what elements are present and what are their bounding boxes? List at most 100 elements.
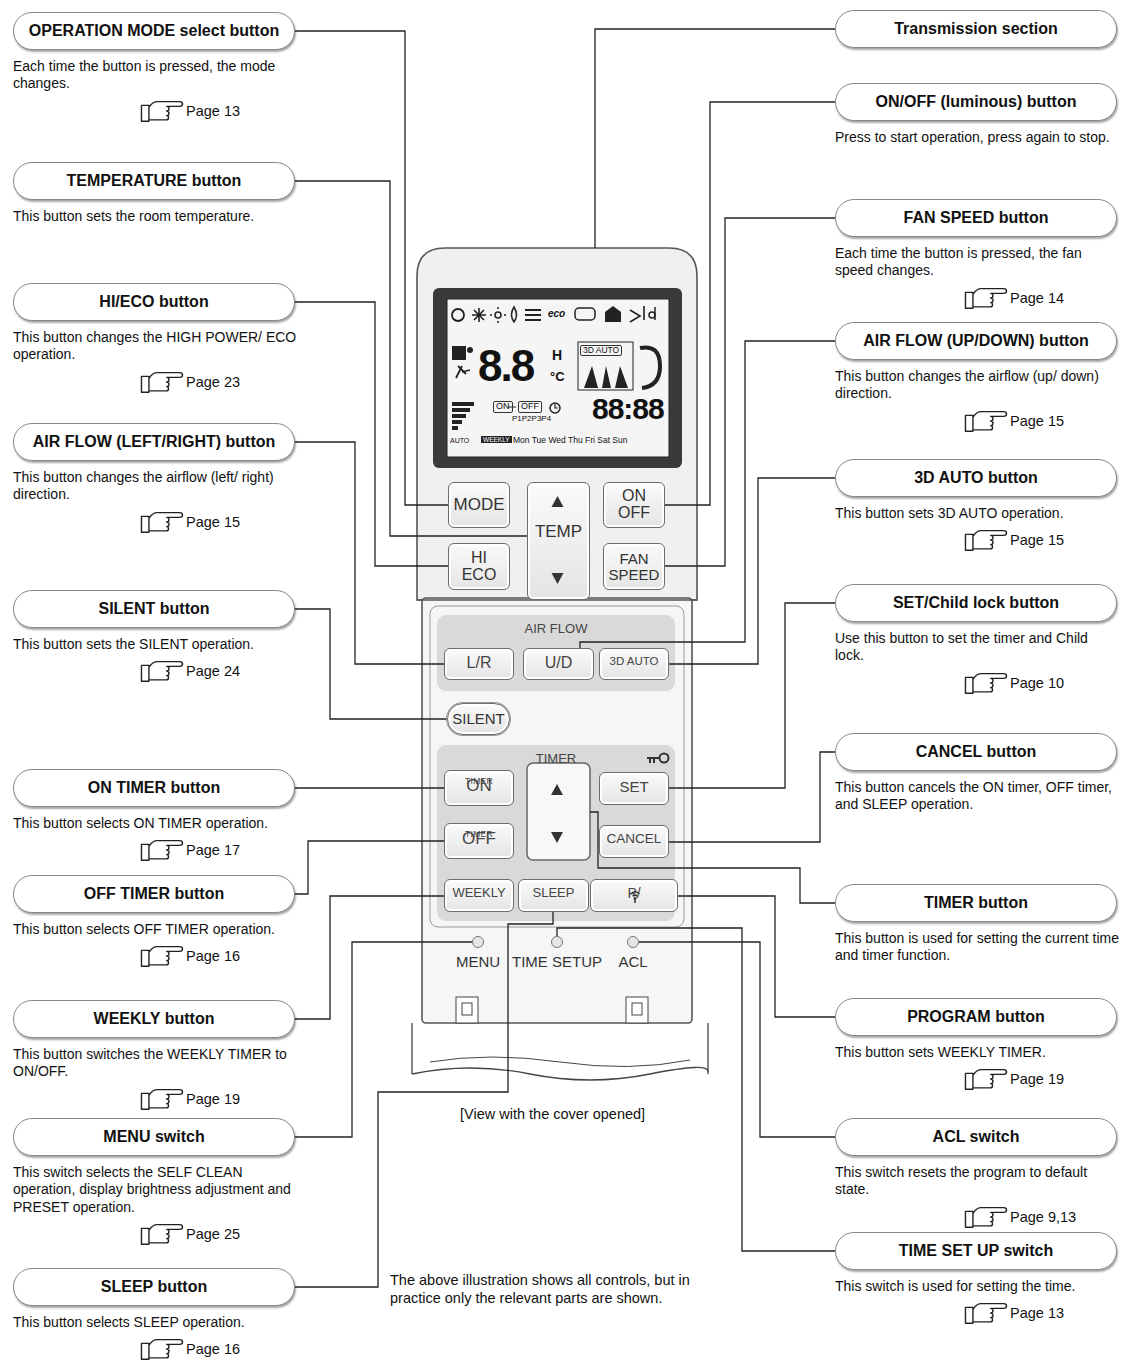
callout-box: MENU switchThis switch selects the SELF … xyxy=(13,1118,303,1249)
callout-box: TEMPERATURE buttonThis button sets the r… xyxy=(13,162,303,225)
button-label: U/D xyxy=(524,655,593,672)
pointing-hand-icon xyxy=(965,1207,1006,1227)
callout-title: WEEKLY button xyxy=(13,1000,295,1038)
battery-cover-clips xyxy=(626,997,648,1023)
footnote: The above illustration shows all control… xyxy=(390,1271,725,1307)
pointing-hand-icon xyxy=(141,1089,182,1109)
remote-button: WEEKLY xyxy=(444,879,514,912)
pointing-hand-icon xyxy=(141,372,182,392)
leader-line xyxy=(580,341,835,648)
lcd-unit: H xyxy=(552,348,562,363)
callout-title: HI/ECO button xyxy=(13,283,295,321)
rocker-button: TEMP xyxy=(527,482,590,600)
callout-description: This button sets the room temperature. xyxy=(13,208,303,225)
remote-button: L/R xyxy=(444,648,514,680)
pointing-hand-icon xyxy=(965,288,1006,308)
page-reference-row: Page 14 xyxy=(835,283,1120,313)
timer-rocker-button xyxy=(527,763,590,860)
callout-description: Each time the button is pressed, the mod… xyxy=(13,58,303,93)
remote-button: OFFTIMER xyxy=(444,823,514,859)
button-label: SLEEP xyxy=(519,886,588,900)
callout-title: OPERATION MODE select button xyxy=(13,12,295,50)
callout-description: This button selects SLEEP operation. xyxy=(13,1314,303,1331)
button-label: TIMER xyxy=(445,777,513,786)
leader-line xyxy=(678,896,835,1017)
callout-title: CANCEL button xyxy=(835,733,1117,771)
pointing-hand-icon xyxy=(140,368,184,396)
callout-title: Transmission section xyxy=(835,10,1117,48)
callout-title: OFF TIMER button xyxy=(13,875,295,913)
remote-body xyxy=(422,598,692,1023)
page-reference: Page 16 xyxy=(186,1341,240,1357)
button-label: SILENT xyxy=(452,711,505,727)
remote-button: P/ xyxy=(590,879,678,912)
lcd-display xyxy=(550,403,560,413)
lcd-display xyxy=(452,309,464,321)
lcd-display xyxy=(472,308,486,322)
page-reference-row: Page 17 xyxy=(13,835,303,865)
callout-box: AIR FLOW (LEFT/RIGHT) buttonThis button … xyxy=(13,423,303,537)
callout-title: PROGRAM button xyxy=(835,998,1117,1036)
lcd-display xyxy=(584,366,628,388)
remote-button: ONTIMER xyxy=(444,770,514,806)
button-label: TIMER xyxy=(445,830,513,839)
leader-line xyxy=(295,31,448,505)
pointing-hand-icon xyxy=(140,836,184,864)
leader-line xyxy=(669,752,835,842)
page-reference: Page 17 xyxy=(186,842,240,858)
callout-box: HI/ECO buttonThis button changes the HIG… xyxy=(13,283,303,397)
callout-title: AIR FLOW (UP/DOWN) button xyxy=(835,322,1117,360)
callout-box: OFF TIMER buttonThis button selects OFF … xyxy=(13,875,303,971)
remote-button: MODE xyxy=(448,482,510,528)
pointing-hand-icon xyxy=(965,1070,1006,1090)
page-reference: Page 10 xyxy=(1010,675,1064,691)
callout-title: SLEEP button xyxy=(13,1268,295,1306)
remote-button: 3D AUTO xyxy=(599,648,669,680)
switch-label: MENU xyxy=(456,953,500,970)
lcd-display xyxy=(630,306,644,322)
pointing-hand-icon xyxy=(965,411,1006,431)
battery-cover-clips xyxy=(462,1003,472,1015)
callout-title: TEMPERATURE button xyxy=(13,162,295,200)
callout-title: SILENT button xyxy=(13,590,295,628)
button-panel-ground xyxy=(437,615,675,921)
callout-title: SET/Child lock button xyxy=(835,584,1117,622)
page-reference: Page 15 xyxy=(186,514,240,530)
remote-button: FAN SPEED xyxy=(603,543,665,590)
callout-box: CANCEL buttonThis button cancels the ON … xyxy=(835,733,1120,814)
callout-title: FAN SPEED button xyxy=(835,199,1117,237)
lcd-display xyxy=(575,308,595,320)
leader-line xyxy=(595,29,835,248)
callout-box: ON/OFF (luminous) buttonPress to start o… xyxy=(835,83,1120,146)
leader-line xyxy=(295,942,472,1137)
callout-description: This button sets 3D AUTO operation. xyxy=(835,505,1120,522)
lcd-indicator: WEEKLY xyxy=(481,436,512,443)
page-reference: Page 15 xyxy=(1010,532,1064,548)
button-label: 3D AUTO xyxy=(600,655,668,667)
lcd-display xyxy=(578,342,633,390)
callout-description: This button selects OFF TIMER operation. xyxy=(13,921,303,938)
lcd-display xyxy=(433,288,682,468)
pointing-hand-icon xyxy=(964,1299,1008,1327)
leader-line xyxy=(669,603,835,788)
button-panel: AIR FLOWL/RU/D3D AUTO xyxy=(437,615,675,691)
lcd-indicator: OFF xyxy=(518,401,542,413)
callout-title: 3D AUTO button xyxy=(835,459,1117,497)
page-reference: Page 13 xyxy=(1010,1305,1064,1321)
callout-description: This switch resets the program to defaul… xyxy=(835,1164,1120,1199)
page-reference-row: Page 13 xyxy=(835,1298,1120,1328)
leader-line xyxy=(295,896,444,1019)
callout-description: This button sets the SILENT operation. xyxy=(13,636,303,653)
page-reference: Page 16 xyxy=(186,948,240,964)
lcd-display xyxy=(490,307,506,323)
callout-box: WEEKLY buttonThis button switches the WE… xyxy=(13,1000,303,1114)
button-label: CANCEL xyxy=(600,832,668,846)
page-reference-row: Page 9,13 xyxy=(835,1202,1120,1232)
remote-button: SILENT xyxy=(447,703,510,735)
lcd-weekdays: Mon Tue Wed Thu Fri Sat Sun xyxy=(513,436,628,445)
page-reference-row: Page 15 xyxy=(835,406,1120,436)
pointing-hand-icon xyxy=(140,1085,184,1113)
pointing-hand-icon xyxy=(964,407,1008,435)
button-label: P/ xyxy=(591,886,677,901)
pointing-hand-icon xyxy=(964,669,1008,697)
